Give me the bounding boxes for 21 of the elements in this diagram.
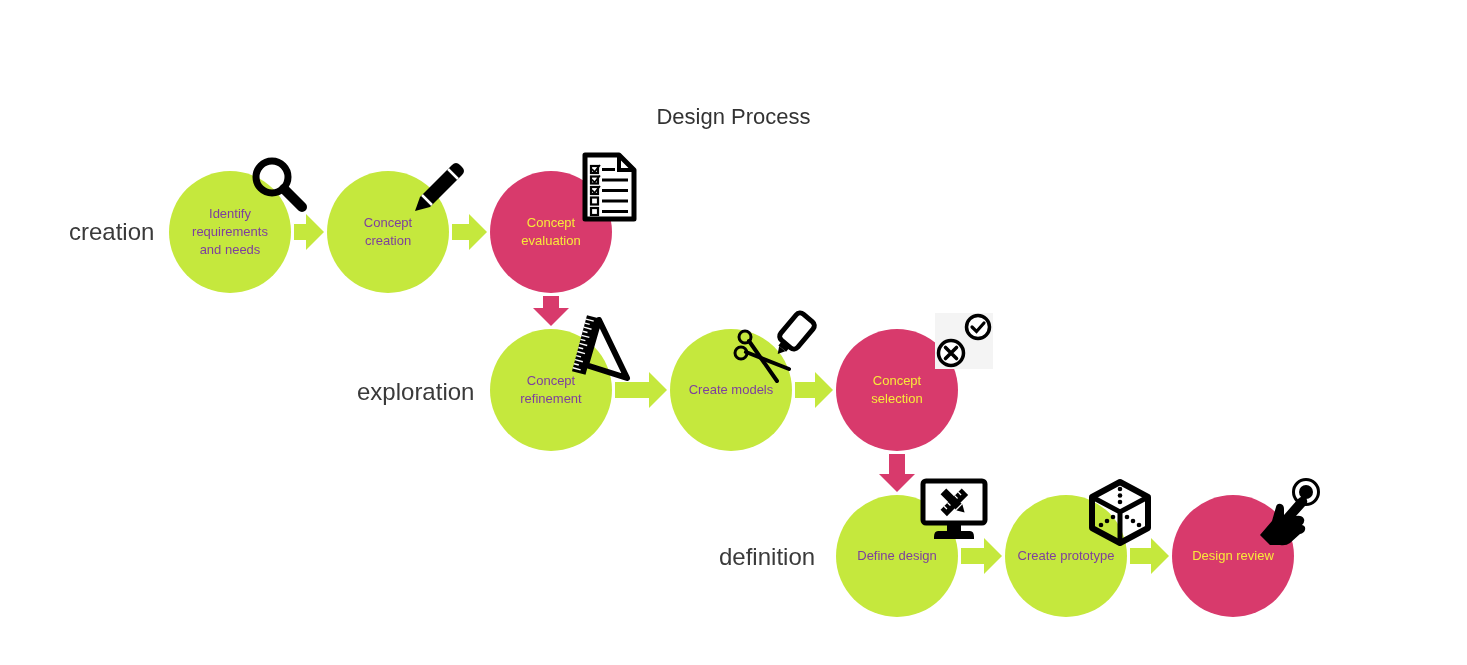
step-label: Create prototype [1017, 547, 1115, 565]
step-label: Concept refinement [519, 372, 583, 408]
block-arrow [961, 538, 1002, 574]
step-label: Design review [1192, 547, 1274, 565]
phase-label: exploration [357, 377, 475, 407]
step-label: Concept evaluation [520, 214, 582, 250]
block-arrow [879, 454, 915, 492]
block-arrow [533, 296, 569, 326]
step-label: Define design [857, 547, 937, 565]
step-label: Concept selection [870, 372, 924, 408]
phase-label: creation [69, 217, 155, 247]
block-arrow [795, 372, 833, 408]
block-arrow [1130, 538, 1169, 574]
phase-label: definition [719, 542, 816, 572]
step-label: Create models [688, 381, 774, 399]
block-arrow [294, 214, 324, 250]
block-arrow [452, 214, 487, 250]
step-label: Concept creation [362, 214, 414, 250]
step-label: Identify requirements and needs [191, 205, 269, 259]
block-arrow [615, 372, 667, 408]
diagram-title: Design Process [656, 103, 811, 131]
